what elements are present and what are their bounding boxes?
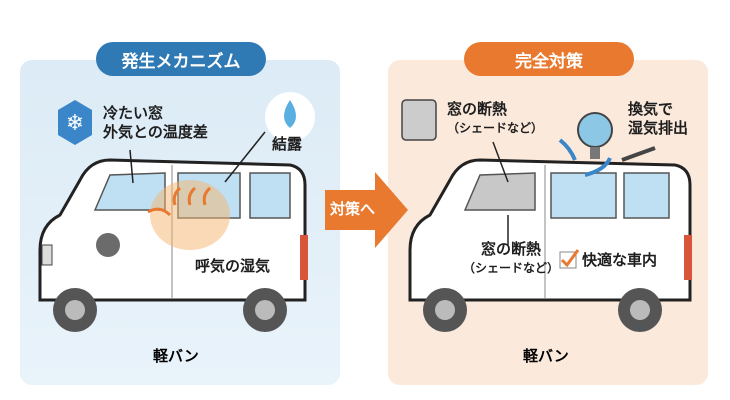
cold-window-label: 冷たい窓 外気との温度差 bbox=[103, 104, 208, 142]
right-van-label: 軽バン bbox=[523, 347, 569, 365]
transition-arrow bbox=[325, 172, 408, 248]
transition-arrow-label: 対策へ bbox=[330, 200, 376, 218]
insulation-line1: 窓の断熱 bbox=[447, 100, 508, 118]
comfort-label: 快適な車内 bbox=[582, 251, 658, 269]
fan-icon bbox=[558, 112, 613, 177]
checkbox-icon bbox=[559, 249, 580, 269]
left-van bbox=[38, 131, 308, 332]
mechanism-title: 発生メカニズム bbox=[96, 42, 266, 76]
countermeasure-title: 完全対策 bbox=[464, 42, 634, 76]
left-van-label: 軽バン bbox=[153, 347, 199, 365]
breath-cloud bbox=[150, 180, 230, 250]
insulation2-line1: 窓の断熱 bbox=[481, 240, 542, 258]
window-shade bbox=[463, 172, 536, 211]
breath-moisture-label: 呼気の湿気 bbox=[195, 257, 271, 275]
insulation2-line2: （シェードなど） bbox=[463, 261, 560, 275]
insulation-label: 窓の断熱 （シェードなど） bbox=[447, 100, 543, 138]
insulation-line2: （シェードなど） bbox=[447, 121, 544, 135]
insulation-label-2: 窓の断熱 （シェードなど） bbox=[463, 240, 559, 278]
right-van bbox=[408, 141, 692, 332]
cold-window-line1: 冷たい窓 bbox=[103, 104, 164, 122]
svg-text:❄: ❄ bbox=[66, 111, 84, 136]
water-drop-icon bbox=[265, 92, 315, 142]
ventilation-line2: 湿気排出 bbox=[628, 119, 689, 137]
shade-icon bbox=[401, 99, 437, 141]
ventilation-label: 換気で 湿気排出 bbox=[628, 100, 688, 138]
ventilation-line1: 換気で bbox=[628, 100, 674, 118]
cold-window-line2: 外気との温度差 bbox=[103, 123, 208, 141]
snowflake-icon: ❄ bbox=[58, 100, 92, 145]
condensation-label: 結露 bbox=[272, 135, 303, 153]
sleeping-person-head bbox=[96, 233, 120, 257]
